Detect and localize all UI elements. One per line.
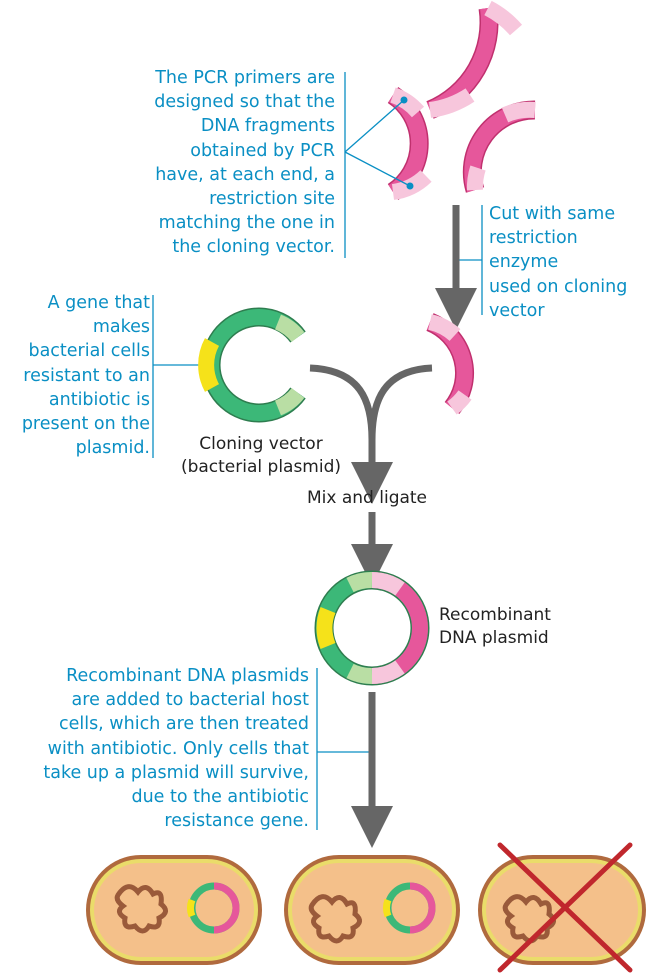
cloning-vector-plasmid xyxy=(198,307,306,423)
cross-mark-icon xyxy=(497,842,633,973)
pcr-fragment-right xyxy=(462,100,536,193)
annotation-pcr-primers: The PCR primers are designed so that the… xyxy=(154,68,335,258)
recombinant-plasmid xyxy=(314,570,430,686)
pcr-fragment-top xyxy=(426,0,523,119)
label-recombinant: Recombinant DNA plasmid xyxy=(439,605,551,648)
annotation-cut-enzyme: Cut with same restriction enzyme used on… xyxy=(489,204,628,321)
bacterial-cell-2 xyxy=(284,855,460,965)
dna-insert-fragment xyxy=(426,313,475,415)
annotation-host-cells: Recombinant DNA plasmids are added to ba… xyxy=(43,666,309,832)
bacterial-cell-1 xyxy=(86,855,262,965)
pcr-fragment-left xyxy=(387,87,432,200)
label-cloning-vector: Cloning vector (bacterial plasmid) xyxy=(180,434,342,477)
process-arrows xyxy=(309,205,477,848)
annotation-resistance-gene: A gene that makes bacterial cells resist… xyxy=(21,293,150,459)
label-mix-ligate: Mix and ligate xyxy=(307,488,428,508)
annotation-lines xyxy=(152,72,483,830)
